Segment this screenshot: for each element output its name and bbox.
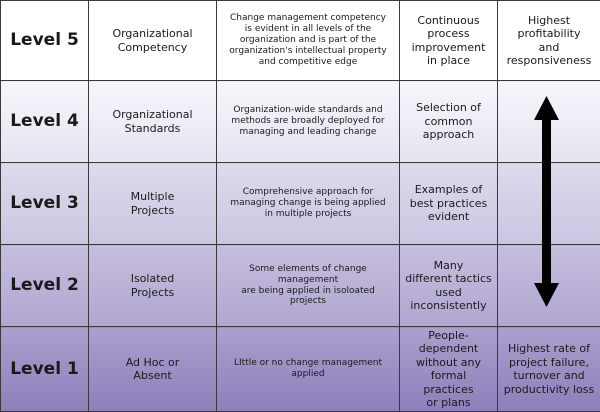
text-line: methods are broadly deployed for [222,116,394,127]
row-level-2: Level 2 Isolated Projects Some elements … [1,245,600,327]
level-process: People-dependent without any formal prac… [400,327,498,412]
text-line: Organization-wide standards and [222,105,394,116]
row-level-5: Level 5 Organizational Competency Change… [1,1,600,81]
text-line: Many [405,259,492,272]
text-line: Multiple [94,190,211,203]
row-level-4: Level 4 Organizational Standards Organiz… [1,81,600,163]
text-line: in place [405,54,492,67]
text-line: Selection of [405,101,492,114]
level-name: Organizational Standards [89,81,217,163]
level-outcome: Highest profitability and responsiveness [498,1,600,81]
level-name: Ad Hoc or Absent [89,327,217,412]
text-line: Isolated [94,272,211,285]
text-line: in multiple projects [222,209,394,220]
text-line: improvement [405,41,492,54]
row-level-3: Level 3 Multiple Projects Comprehensive … [1,163,600,245]
text-line: used [405,286,492,299]
text-line: process [405,27,492,40]
text-line: and [503,41,595,54]
text-line: Organizational [94,27,211,40]
text-line: Absent [94,369,211,382]
text-line: formal practices [405,369,492,396]
level-name: Organizational Competency [89,1,217,81]
level-description: LIttle or no change management applied [217,327,400,412]
text-line: Highest [503,14,595,27]
level-label: Level 2 [1,245,89,327]
level-description: Comprehensive approach for managing chan… [217,163,400,245]
text-line: different tactics [405,272,492,285]
text-line: Projects [94,286,211,299]
text-line: organization and is part of the [222,35,394,46]
text-line: productivity loss [503,383,595,396]
text-line: without any [405,356,492,369]
level-name: Multiple Projects [89,163,217,245]
level-outcome-empty [498,81,600,163]
level-label: Level 3 [1,163,89,245]
text-line: Comprehensive approach for [222,187,394,198]
text-line: Examples of [405,183,492,196]
level-label: Level 1 [1,327,89,412]
text-line: Highest rate of [503,342,595,355]
text-line: inconsistently [405,299,492,312]
text-line: Projects [94,204,211,217]
text-line: or plans [405,396,492,409]
text-line: Competency [94,41,211,54]
row-level-1: Level 1 Ad Hoc or Absent LIttle or no ch… [1,327,600,412]
level-label: Level 4 [1,81,89,163]
text-line: People-dependent [405,329,492,356]
text-line: responsiveness [503,54,595,67]
text-line: Ad Hoc or [94,356,211,369]
text-line: best practices [405,197,492,210]
text-line: Organizational [94,108,211,121]
text-line: evident [405,210,492,223]
level-description: Change management competency is evident … [217,1,400,81]
level-outcome-empty [498,245,600,327]
text-line: project failure, [503,356,595,369]
level-description: Some elements of change management are b… [217,245,400,327]
level-outcome: Highest rate of project failure, turnove… [498,327,600,412]
text-line: Continuous [405,14,492,27]
level-name: Isolated Projects [89,245,217,327]
text-line: managing change is being applied [222,198,394,209]
text-line: Change management competency [222,13,394,24]
level-process: Examples of best practices evident [400,163,498,245]
level-process: Many different tactics used inconsistent… [400,245,498,327]
level-label: Level 5 [1,1,89,81]
level-process: Continuous process improvement in place [400,1,498,81]
level-process: Selection of common approach [400,81,498,163]
text-line: common [405,115,492,128]
text-line: Standards [94,122,211,135]
text-line: approach [405,128,492,141]
text-line: profitability [503,27,595,40]
text-line: organization's intellectual property [222,46,394,57]
text-line: and competitive edge [222,57,394,68]
text-line: LIttle or no change management applied [222,358,394,380]
text-line: managing and leading change [222,127,394,138]
text-line: is evident in all levels of the [222,24,394,35]
level-outcome-empty [498,163,600,245]
text-line: are being applied in isoloated projects [222,286,394,308]
text-line: Some elements of change management [222,264,394,286]
text-line: turnover and [503,369,595,382]
level-description: Organization-wide standards and methods … [217,81,400,163]
